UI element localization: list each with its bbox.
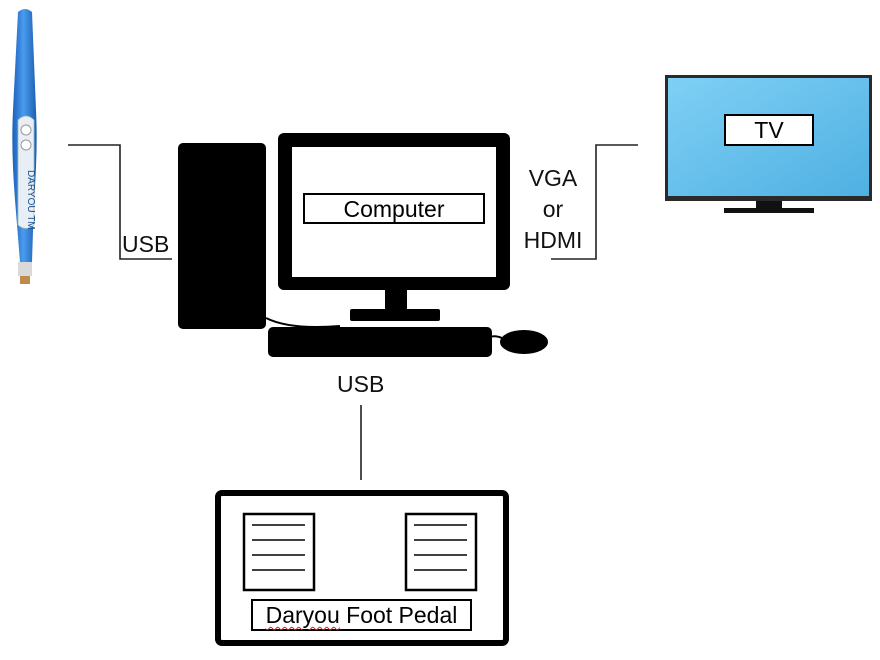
camera-brand-text: DARYOU TM — [25, 170, 36, 230]
intraoral-camera-icon: DARYOU TM — [12, 9, 37, 284]
camera-usb-cable — [68, 144, 172, 260]
computer-tower-icon — [178, 143, 266, 329]
usb-camera-label: USB — [122, 231, 170, 257]
or-label: or — [542, 196, 564, 222]
foot-pedal-brand-word: Daryou — [265, 602, 340, 628]
computer-label: Computer — [303, 193, 485, 224]
mouse-icon — [500, 330, 548, 354]
tv-icon — [665, 75, 872, 213]
usb-pedal-label: USB — [337, 371, 385, 397]
keyboard-icon — [268, 327, 492, 357]
keyboard-cable — [265, 317, 341, 328]
vga-label: VGA — [528, 165, 578, 191]
computer-monitor-icon — [278, 133, 510, 321]
hdmi-label: HDMI — [523, 227, 583, 253]
mouse-cable — [489, 335, 503, 339]
foot-pedal-label-rest: Foot Pedal — [339, 602, 458, 628]
foot-pedal-label: Daryou Foot Pedal — [251, 599, 472, 631]
tv-video-cable — [551, 144, 638, 260]
tv-label: TV — [724, 114, 814, 146]
